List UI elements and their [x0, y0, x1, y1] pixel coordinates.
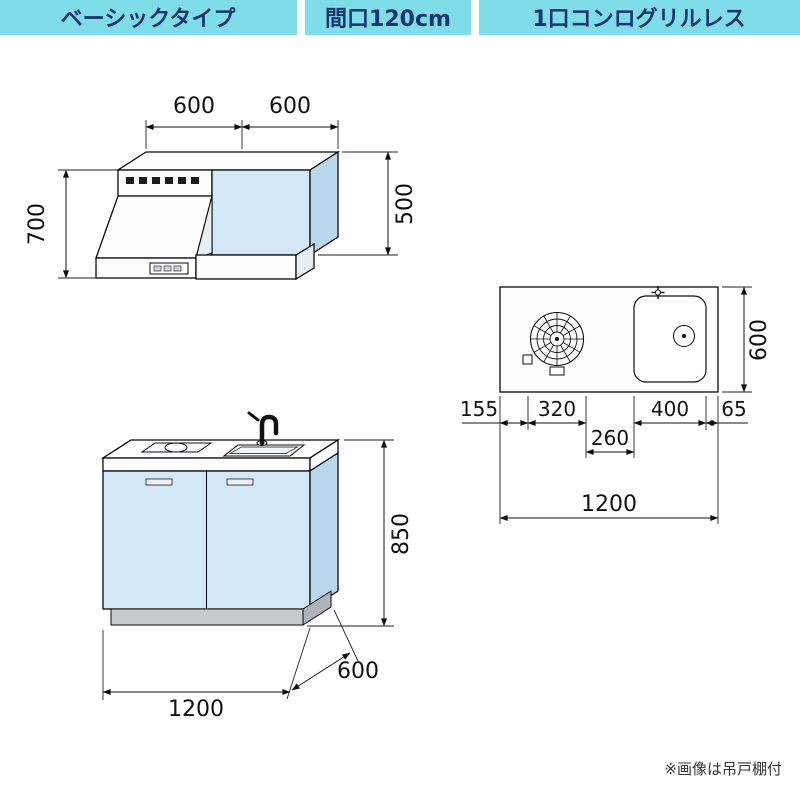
dim-400-label: 400: [651, 397, 689, 421]
faucet-plan-icon: [651, 286, 665, 299]
header-segment-width: [305, 0, 471, 35]
worktop-depth-dim: 600: [722, 286, 772, 393]
door-handle-right: [226, 478, 254, 486]
burner-iso-icon: [140, 442, 213, 453]
header-segment-stove: [479, 0, 800, 35]
header-segment-type: [0, 0, 297, 35]
dim-600-left-label: 600: [173, 94, 215, 119]
header-stove-label: 1口コンログリルレス: [532, 6, 745, 32]
sink-iso-icon: [222, 444, 306, 457]
note-text: ※画像は吊戸棚付: [664, 760, 782, 778]
hood-lower-box-side: [295, 242, 315, 281]
counter-front-edge: [102, 457, 311, 472]
hood-control-buttons: [153, 265, 182, 272]
toe-kick-side: [302, 590, 332, 626]
dim-500-label: 500: [393, 183, 418, 225]
wall-cabinet-front: [211, 169, 311, 256]
base-unit-width-dim: 1200: [102, 627, 311, 722]
worktop-plan-drawing: 600 155 320 400 65 260 1200: [460, 286, 772, 524]
sink-plan-icon: [633, 286, 707, 383]
hood-vent-slots: [126, 177, 199, 184]
dim-155-label: 155: [460, 397, 498, 421]
header-bar: ベーシックタイプ 間口120cm 1口コンログリルレス: [0, 0, 800, 35]
wall-unit-top-dims: 600 600: [145, 94, 339, 149]
wall-unit-height-dim-right: 500: [318, 151, 418, 256]
door-handle-left: [145, 478, 173, 486]
dim-600-right-label: 600: [269, 94, 311, 119]
header-type-label: ベーシックタイプ: [61, 7, 237, 32]
dim-base-1200-label: 1200: [168, 697, 224, 722]
dim-260-label: 260: [591, 426, 629, 450]
wall-cabinet-side: [309, 150, 339, 257]
counter-top-face: [100, 439, 341, 459]
base-unit-drawing: 850 1200 600: [100, 411, 414, 722]
dim-plan-1200-label: 1200: [581, 492, 637, 517]
burner-icon: [522, 311, 585, 376]
wall-unit-height-dim-left: 700: [25, 169, 118, 279]
dim-320-label: 320: [538, 397, 576, 421]
wall-unit-drawing: 600 600 700 500: [25, 94, 418, 281]
dim-plan-600-label: 600: [747, 319, 772, 361]
hood-lower-box-front: [195, 254, 297, 280]
dim-base-600-label: 600: [337, 659, 379, 684]
hood-canopy: [95, 195, 213, 259]
base-unit-depth-dim: 600: [291, 609, 379, 691]
base-cabinet-side: [309, 451, 339, 611]
dim-850-label: 850: [389, 513, 414, 555]
base-unit-height-dim: 850: [307, 439, 414, 627]
worktop-width-dims: 155 320 400 65 260 1200: [460, 396, 748, 524]
faucet-iso-icon: [247, 411, 279, 446]
toe-kick-front: [110, 608, 304, 626]
header-width-label: 間口120cm: [325, 7, 451, 32]
dim-700-label: 700: [25, 203, 50, 245]
dim-65-label: 65: [721, 397, 746, 421]
wall-unit-top-face: [115, 151, 341, 171]
